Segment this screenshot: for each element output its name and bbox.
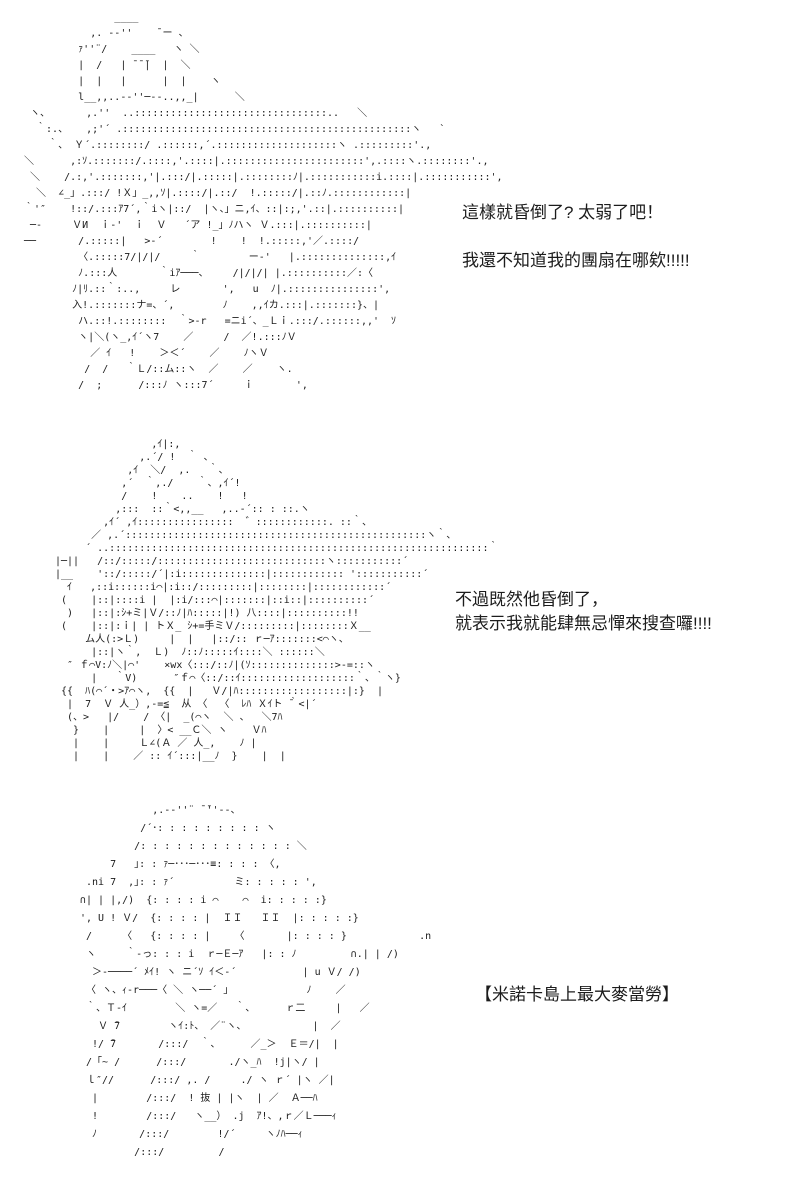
- caption-3-line-1: 【米諾卡島上最大麥當勞】: [475, 985, 679, 1004]
- caption-1-line-2: 我還不知道我的團扇在哪欸!!!!!: [462, 251, 690, 270]
- caption-2-line-1: 不過既然他昏倒了，: [455, 590, 608, 609]
- caption-2-line-2: 就表示我就能肆無忌憚來搜查囉!!!!: [455, 614, 712, 633]
- ascii-art-panel-3: ,.-‐''¨ ̄ ̄''‐-、 /´･: : : : : : : : : ヽ …: [80, 805, 432, 1158]
- ascii-art-panel-2: ,ｲ|:, ,.´/ ! ｀ 、 ,ｲ ＼/ ,. ｀、 ,´ ｀,./ ｀、,…: [55, 439, 499, 762]
- caption-3: 【米諾卡島上最大麥當勞】: [475, 984, 679, 1006]
- ascii-art-panel-1: ____ ,. -‐'' ̄ ー 、 ｧ''¨/ ____ ヽ ＼ | / | …: [24, 12, 503, 391]
- caption-2: 不過既然他昏倒了， 就表示我就能肆無忌憚來搜查囉!!!!: [455, 588, 712, 636]
- caption-1-line-1: 這樣就昏倒了? 太弱了吧！: [462, 203, 664, 222]
- caption-1: 這樣就昏倒了? 太弱了吧！ 我還不知道我的團扇在哪欸!!!!!: [462, 202, 690, 272]
